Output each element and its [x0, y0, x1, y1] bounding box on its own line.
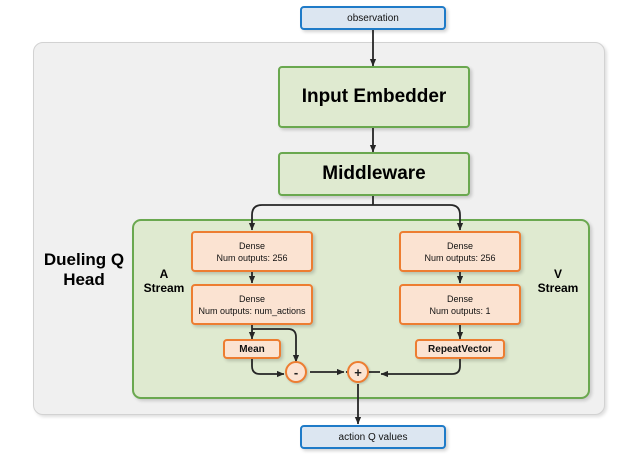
a-stream-dense-numactions-outputs: Num outputs: num_actions	[198, 305, 306, 316]
middleware-label: Middleware	[322, 163, 426, 184]
v-stream-dense-256-outputs: Num outputs: 256	[424, 252, 496, 263]
a-stream-label-line1: A	[159, 267, 169, 281]
a-stream-dense-numactions-title: Dense	[238, 293, 265, 304]
v-stream-label-line2: Stream	[537, 280, 579, 295]
repeatvector-label: RepeatVector	[428, 343, 492, 355]
v-stream-dense-1-title: Dense	[446, 293, 473, 304]
v-stream-label-line1: V	[553, 267, 562, 281]
a-stream-dense-256-title: Dense	[238, 240, 265, 251]
v-stream-dense-1-node[interactable]: Dense Num outputs: 1	[399, 284, 521, 325]
v-stream-dense-256-node[interactable]: Dense Num outputs: 256	[399, 231, 521, 272]
mean-node[interactable]: Mean	[223, 339, 281, 359]
input-embedder-node[interactable]: Input Embedder	[278, 66, 470, 128]
a-stream-dense-256-outputs: Num outputs: 256	[216, 252, 288, 263]
dueling-q-head-label: Dueling Q Head	[38, 250, 130, 289]
v-stream-label: V Stream	[534, 267, 582, 296]
observation-node[interactable]: observation	[300, 6, 446, 30]
mean-label: Mean	[239, 343, 265, 355]
v-stream-dense-1-outputs: Num outputs: 1	[429, 305, 491, 316]
a-stream-label-line2: Stream	[143, 280, 185, 295]
a-stream-dense-numactions-node[interactable]: Dense Num outputs: num_actions	[191, 284, 313, 325]
dueling-q-head-label-line1: Dueling Q Head	[43, 250, 125, 289]
observation-label: observation	[347, 12, 399, 24]
a-stream-dense-256-node[interactable]: Dense Num outputs: 256	[191, 231, 313, 272]
subtract-symbol: -	[293, 364, 299, 380]
subtract-operator-node[interactable]: -	[285, 361, 307, 383]
add-operator-node[interactable]: +	[347, 361, 369, 383]
action-q-values-label: action Q values	[338, 431, 408, 443]
action-q-values-node[interactable]: action Q values	[300, 425, 446, 449]
add-symbol: +	[354, 364, 362, 380]
input-embedder-label: Input Embedder	[301, 86, 447, 107]
v-stream-dense-256-title: Dense	[446, 240, 473, 251]
repeatvector-node[interactable]: RepeatVector	[415, 339, 505, 359]
middleware-node[interactable]: Middleware	[278, 152, 470, 196]
a-stream-label: A Stream	[140, 267, 188, 296]
